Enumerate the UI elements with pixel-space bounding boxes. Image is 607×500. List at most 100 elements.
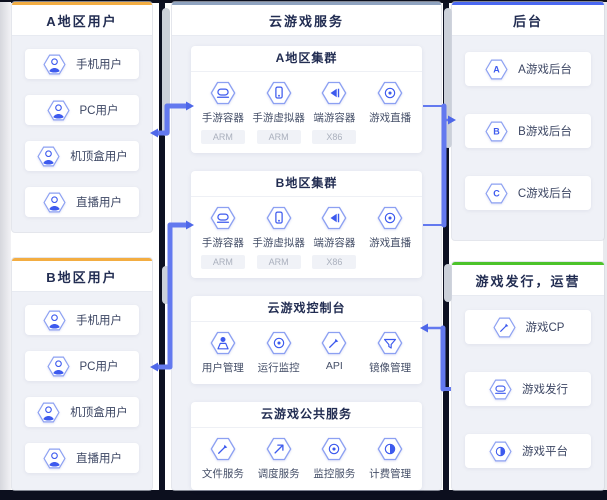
pc-user-icon [46, 356, 70, 376]
panel-title: 后台 [452, 5, 604, 36]
right-margin-shadow [603, 2, 607, 490]
billing-management-icon [377, 437, 403, 461]
node-billing-management: 计费管理 [362, 435, 418, 481]
file-service-icon [210, 437, 236, 461]
section-title: A地区集群 [191, 46, 422, 72]
node-game-cp: 游戏CP [465, 310, 591, 344]
accent-bar-orange [12, 258, 152, 261]
node-backend-c: C C游戏后台 [465, 176, 591, 210]
node-mobile-user: 手机用户 [25, 49, 139, 79]
node-label: 机顶盒用户 [70, 407, 128, 419]
node-label: 用户管理 [201, 362, 244, 374]
node-backend-a: A A游戏后台 [465, 52, 591, 86]
node-game-live-stream: 游戏直播 [362, 204, 418, 269]
node-pc-game-container: 端游容器 X86 [307, 79, 363, 144]
game-publishing-icon [489, 379, 512, 399]
node-label: 文件服务 [201, 468, 244, 480]
settop-box-user-icon [37, 146, 60, 166]
node-label: 端游容器 [313, 112, 356, 124]
section-title: B地区集群 [191, 171, 422, 197]
node-user-management: 用户管理 [195, 329, 251, 375]
node-settop-box-user: 机顶盒用户 [25, 397, 139, 427]
node-label: 游戏平台 [522, 446, 568, 458]
node-label: 游戏CP [525, 322, 565, 334]
accent-bar-orange [12, 2, 152, 5]
node-settop-box-user: 机顶盒用户 [25, 141, 139, 171]
node-runtime-monitor: 运行监控 [251, 329, 307, 375]
node-pc-user: PC用户 [25, 351, 139, 381]
scroll-strip [444, 264, 452, 302]
node-file-service: 文件服务 [195, 435, 251, 481]
arch-tag: ARM [200, 255, 245, 269]
node-label: 游戏发行 [522, 384, 568, 396]
node-game-publishing: 游戏发行 [465, 372, 591, 406]
monitoring-service-icon [322, 437, 347, 461]
game-live-stream-icon [377, 81, 403, 105]
node-label: 游戏直播 [369, 237, 412, 249]
panel-backend: 后台 A A游戏后台 B B游戏后台 C C游戏后台 [452, 2, 604, 240]
panel-title: 游戏发行，运营 [452, 265, 604, 296]
node-game-live-stream: 游戏直播 [362, 79, 418, 144]
accent-bar-steel [172, 2, 441, 5]
mobile-game-container-icon [210, 206, 236, 230]
scroll-strip [162, 266, 170, 304]
node-api: API [307, 329, 363, 375]
panel-title: A地区用户 [12, 5, 152, 36]
node-label: 计费管理 [369, 468, 412, 480]
scroll-strip [444, 8, 452, 148]
node-label: 端游容器 [313, 237, 356, 249]
svg-text:C: C [493, 188, 500, 198]
node-backend-b: B B游戏后台 [465, 114, 591, 148]
node-label: 监控服务 [313, 468, 356, 480]
pc-game-container-icon [322, 81, 347, 105]
accent-bar-green [452, 262, 604, 265]
game-cp-icon [492, 317, 516, 337]
node-label: 直播用户 [76, 197, 122, 209]
letter-a-icon: A [485, 59, 508, 79]
node-label: 手游虚拟器 [252, 112, 305, 124]
node-mobile-game-emulator: 手游虚拟器 ARM [251, 79, 307, 144]
section-public-services: 云游戏公共服务 文件服务 调度服务 监控服务 计费管理 [191, 402, 422, 490]
svg-text:B: B [493, 126, 500, 136]
node-label: 直播用户 [76, 453, 122, 465]
live-user-icon [43, 448, 66, 468]
panel-region-b-users: B地区用户 手机用户 PC用户 机顶盒用户 直播用户 [12, 258, 152, 490]
node-live-user: 直播用户 [25, 443, 139, 473]
arch-tag: X86 [312, 130, 357, 144]
mobile-user-icon [43, 54, 66, 74]
node-label: PC用户 [79, 361, 119, 373]
arch-tag: ARM [200, 130, 245, 144]
mobile-user-icon [43, 310, 66, 330]
panel-region-a-users: A地区用户 手机用户 PC用户 机顶盒用户 直播用户 [12, 2, 152, 232]
node-pc-game-container: 端游容器 X86 [307, 204, 363, 269]
top-border-band [0, 0, 607, 3]
node-mobile-game-container: 手游容器 ARM [195, 79, 251, 144]
node-mobile-user: 手机用户 [25, 305, 139, 335]
section-title: 云游戏公共服务 [191, 402, 422, 428]
mobile-game-emulator-icon [266, 206, 291, 230]
node-label: 手机用户 [76, 315, 122, 327]
node-mobile-game-emulator: 手游虚拟器 ARM [251, 204, 307, 269]
node-label: C游戏后台 [517, 188, 573, 200]
node-label: PC用户 [79, 105, 119, 117]
game-live-stream-icon [377, 206, 403, 230]
node-label: 手游容器 [201, 237, 244, 249]
column-gap-bar-right [443, 2, 449, 490]
runtime-monitor-icon [266, 331, 291, 355]
node-label: API [325, 360, 343, 372]
node-game-platform: 游戏平台 [465, 434, 591, 468]
panel-title: 云游戏服务 [172, 5, 441, 36]
section-console: 云游戏控制台 用户管理 运行监控 API 镜像管理 [191, 296, 422, 384]
left-margin-shadow [0, 2, 11, 490]
scroll-strip [162, 8, 170, 136]
node-label: 镜像管理 [369, 362, 412, 374]
node-monitoring-service: 监控服务 [307, 435, 363, 481]
section-cluster-a: A地区集群 手游容器 ARM 手游虚拟器 ARM 端游容器 X86 [191, 46, 422, 153]
node-mobile-game-container: 手游容器 ARM [195, 204, 251, 269]
node-pc-user: PC用户 [25, 95, 139, 125]
node-label: B游戏后台 [518, 126, 572, 138]
arch-tag: ARM [256, 255, 301, 269]
node-label: 手游容器 [201, 112, 244, 124]
user-management-icon [210, 331, 236, 355]
